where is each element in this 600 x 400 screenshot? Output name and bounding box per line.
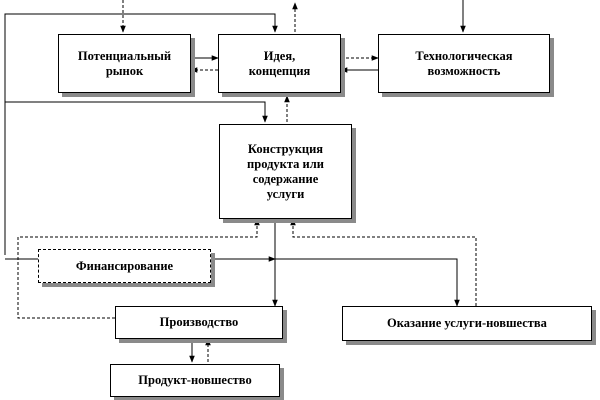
finance-to-service: [275, 258, 460, 307]
node-product-design: Конструкция продукта или содержание услу…: [219, 124, 352, 219]
node-financing: Финансирование: [38, 249, 211, 283]
dashed-feedback-service-to-design: [290, 218, 477, 306]
feedback-top-line: [4, 13, 278, 255]
feedback-line-2: [5, 101, 268, 123]
node-idea-concept: Идея, концепция: [218, 34, 341, 93]
node-potential-market: Потенциальный рынок: [58, 34, 191, 93]
node-product-innovation: Продукт-новшество: [110, 364, 280, 397]
dashed-feedback-production-to-design: [17, 218, 260, 319]
node-production: Производство: [115, 306, 283, 339]
node-service-innovation: Оказание услуги-новшества: [342, 306, 592, 341]
node-tech-capability: Технологическая возможность: [378, 34, 550, 93]
